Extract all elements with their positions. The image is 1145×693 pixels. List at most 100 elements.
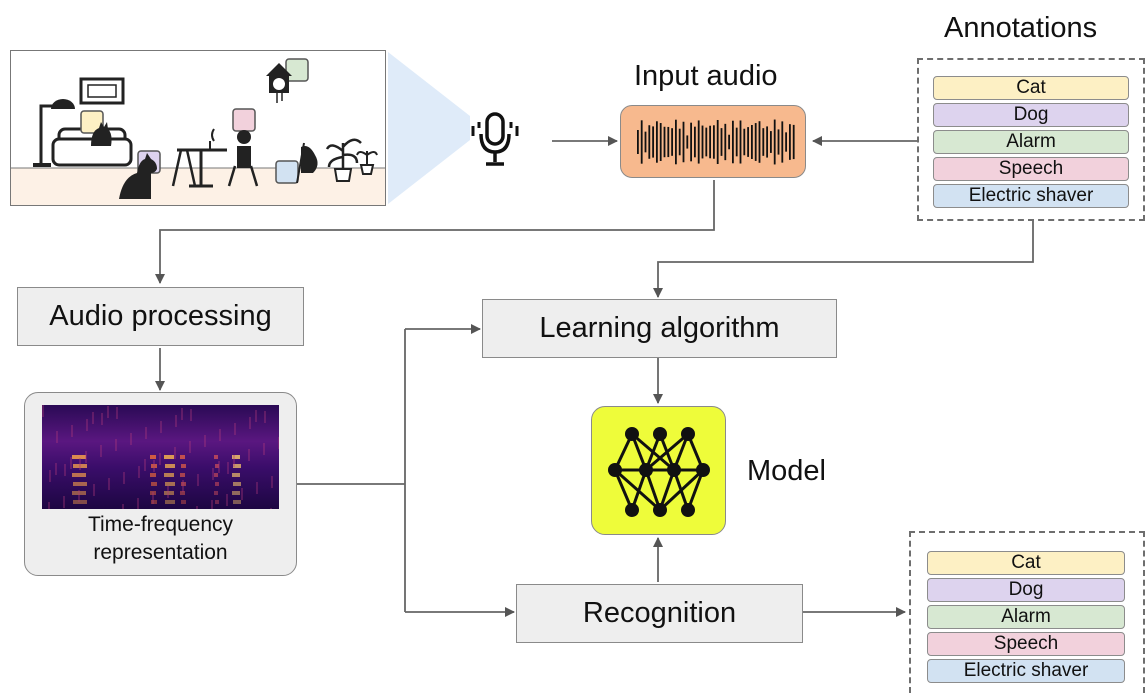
output-label-electric-shaver: Electric shaver [927,659,1125,683]
spectrogram-streak [164,473,174,477]
spectrogram-noise [137,498,139,509]
spectrogram-noise [56,431,58,443]
spectrogram-noise [123,472,125,484]
spectrogram-streak [151,482,157,486]
annotation-label-dog: Dog [933,103,1129,127]
spectrogram-noise [174,447,176,459]
spectrogram-noise [93,484,95,496]
spectrogram-noise [226,494,228,506]
learning-algorithm-box: Learning algorithm [482,299,837,358]
waveform-bar [754,123,757,161]
waveform-bar [648,125,651,159]
annotation-label-speech: Speech [933,157,1129,181]
waveform-bar [785,132,787,152]
spectrogram-noise [42,405,44,417]
spectrogram-noise [101,413,103,425]
spectrogram-streak [181,500,186,504]
spectrogram-streak [165,482,175,486]
spectrogram-noise [86,419,88,431]
spectrogram-noise [227,462,229,474]
spectrogram-noise [159,453,161,465]
waveform-bar [694,126,696,158]
waveform-bar [697,120,700,164]
spectrogram-noise [85,451,87,463]
spectrogram-noise [78,490,80,502]
waveform-bar [678,128,681,156]
spectrogram-noise [48,502,50,509]
spectrogram-noise [153,460,155,472]
waveform-bar [739,120,742,164]
spectrogram-noise [181,408,183,420]
spectrogram-noise [270,508,272,509]
spectrogram-streak [72,473,86,477]
spectrogram-noise [63,496,65,508]
spectrogram-noise [107,406,109,418]
spectrogram-noise [190,409,192,421]
waveform-bar [667,126,670,158]
waveform-bar [709,125,711,159]
spectrogram-noise [70,457,72,469]
spectrogram-noise [219,429,221,441]
spectrogram-noise [196,506,198,509]
waveform-bar [663,126,666,158]
waveform-bar [720,128,723,156]
spectrogram-streak [72,455,86,459]
waveform-bar [716,119,719,165]
spectrogram-streak [150,491,156,495]
model-box [591,406,726,535]
spectrogram-noise [79,458,81,470]
spectrogram-streak [73,464,87,468]
waveform-bar [705,127,708,157]
spectrogram-image [42,405,279,509]
spectrogram-noise [115,439,117,451]
annotations-panel: Cat Dog Alarm Speech Electric shaver [917,58,1145,221]
waveform-bar [770,131,772,153]
waveform-bar [659,123,662,161]
spectrogram-streak [150,473,156,477]
waveform-bar [732,120,734,164]
output-label-alarm: Alarm [927,605,1125,629]
waveform-bar [724,123,727,161]
waveform-bar [758,121,761,163]
spectrogram-streak [180,455,185,459]
living-room-scene-icon [10,50,386,206]
waveform-bar [682,121,685,163]
neural-network-icon [608,427,710,517]
annotation-label-alarm: Alarm [933,130,1129,154]
arrow-annotations-to-learning [653,220,1034,298]
spectrogram-streak [232,455,240,459]
spectrogram-noise [234,423,236,435]
spectrogram-streak [181,482,186,486]
spectrogram-noise [152,492,154,504]
waveform-bar [747,127,749,157]
spectrogram-noise [263,443,265,455]
spectrogram-noise [122,504,124,509]
spectrogram-noise [167,486,169,498]
spectrogram-noise [218,461,220,473]
spectrogram-streak [215,482,219,486]
spectrogram-noise [278,437,279,449]
spectrogram-noise [241,488,243,500]
spectrogram-streak [233,500,241,504]
output-label-cat: Cat [927,551,1125,575]
waveform-bar [671,128,673,156]
spectrogram-streak [164,491,174,495]
spectrogram-streak [151,464,157,468]
spectrogram-noise [212,468,214,480]
spectrogram-noise [256,482,258,494]
waveform-bar [675,119,677,165]
waveform-bar [640,120,643,164]
spectrogram-noise [182,480,184,492]
spectrogram-streak [215,500,219,504]
spectrogram-noise [144,459,146,471]
spectrogram-streak [165,464,175,468]
spectrogram-streak [233,464,241,468]
spectrogram-noise [160,421,162,433]
spectrogram-noise [197,474,199,486]
spectrogram-noise [249,417,251,429]
model-label: Model [747,455,826,487]
waveform-bar [762,128,765,156]
waveform-bar [656,121,658,163]
learning-algorithm-label: Learning algorithm [539,312,780,344]
